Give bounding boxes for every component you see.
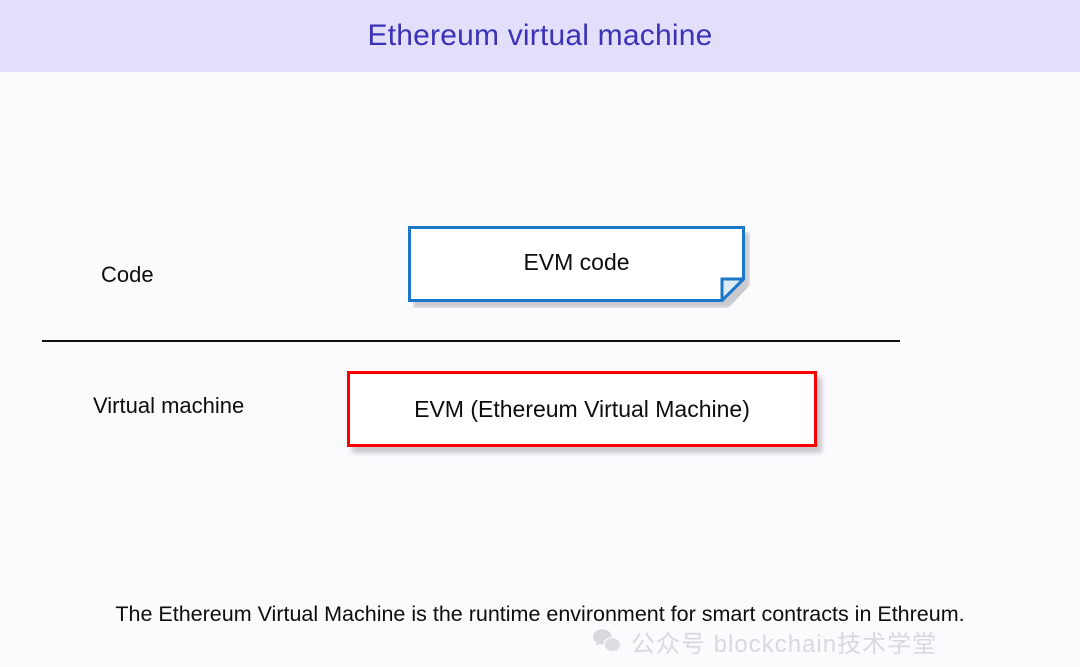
watermark-text: 公众号 blockchain技术学堂: [631, 631, 938, 658]
page-title: Ethereum virtual machine: [367, 19, 713, 52]
watermark: 公众号 blockchain技术学堂: [592, 624, 937, 659]
evm-virtual-machine-label: EVM (Ethereum Virtual Machine): [414, 395, 750, 422]
slide-body: Code EVM code Virtual machine EVM (Ether…: [0, 72, 1080, 667]
slide-title-band: Ethereum virtual machine: [0, 0, 1080, 72]
slide-caption: The Ethereum Virtual Machine is the runt…: [115, 602, 965, 626]
evm-virtual-machine-box: EVM (Ethereum Virtual Machine): [347, 371, 822, 453]
evm-code-label: EVM code: [523, 248, 630, 275]
speech-bubbles-icon: [592, 628, 622, 656]
row-label-virtual-machine: Virtual machine: [93, 393, 245, 418]
evm-code-document-outline: [408, 226, 745, 302]
section-divider: [42, 340, 900, 342]
row-label-code: Code: [101, 262, 154, 287]
evm-code-document: EVM code: [408, 226, 750, 308]
evm-virtual-machine-box-face: EVM (Ethereum Virtual Machine): [347, 371, 817, 447]
